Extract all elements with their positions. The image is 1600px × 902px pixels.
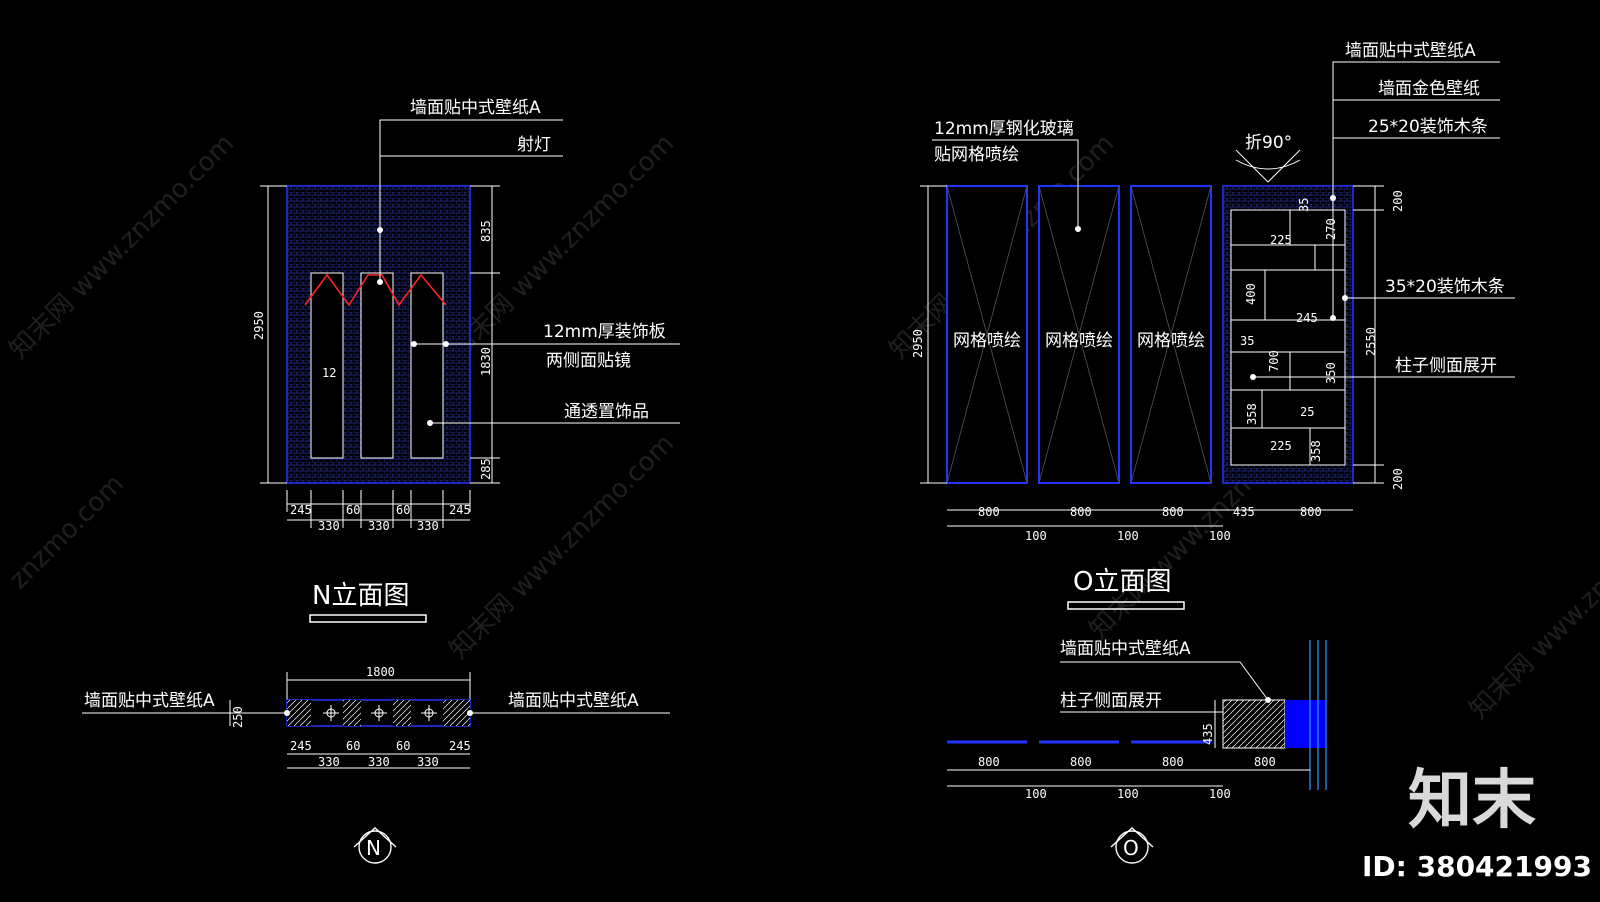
o-gap-dim: 100: [1025, 529, 1047, 543]
o-plan-gap-dim: 100: [1117, 787, 1139, 801]
watermarks: 知末网 www.znzmo.com 知末网 www.znzmo.com 知末网 …: [4, 129, 1600, 725]
grid-panel-label: 网格喷绘: [1137, 331, 1205, 351]
o-section-marker: O: [1110, 827, 1154, 864]
inner-dim: 400: [1244, 283, 1258, 305]
inner-dim: 25: [1300, 405, 1314, 419]
o-right-dim: 2550: [1364, 327, 1378, 356]
n-bottom-dim: 330: [417, 519, 439, 533]
glass-label: 贴网格喷绘: [934, 145, 1019, 165]
o-bottom-dim: 800: [978, 505, 1000, 519]
n-plan-bottom-dim: 60: [396, 739, 410, 753]
inner-dim: 700: [1267, 350, 1281, 372]
o-gap-dim: 100: [1117, 529, 1139, 543]
o-right-callout: 墙面金色壁纸: [1378, 79, 1480, 99]
n-plan-bottom-dim: 330: [417, 755, 439, 769]
o-plan-bottom-dim: 800: [1070, 755, 1092, 769]
n-right-dim: 835: [479, 220, 493, 242]
n-callout: 通透置饰品: [564, 402, 649, 422]
n-plan-bottom-dim: 330: [368, 755, 390, 769]
o-section-label: O: [1123, 836, 1139, 860]
inner-dim: 358: [1309, 440, 1323, 462]
n-bottom-dim: 245: [290, 503, 312, 517]
o-right-callout: 墙面贴中式壁纸A: [1345, 41, 1476, 61]
id-text: ID: 380421993: [1362, 850, 1592, 883]
n-plan: 1800 墙面贴中式壁纸A 墙面贴中式壁纸A 250 245 330 60 33…: [82, 665, 670, 864]
watermark-text: 知末网 www.znzmo.com: [1464, 489, 1600, 725]
n-bottom-dim: 330: [368, 519, 390, 533]
n-plan-left-label: 墙面贴中式壁纸A: [84, 691, 215, 711]
spotlight-beams: [304, 273, 447, 307]
inner-dim: 225: [1270, 439, 1292, 453]
o-right-callout: 35*20装饰木条: [1385, 277, 1505, 297]
o-plan-bottom-dim: 800: [978, 755, 1000, 769]
n-plan-top-dim: 1800: [366, 665, 395, 679]
o-bottom-dim: 800: [1300, 505, 1322, 519]
o-plan: 墙面贴中式壁纸A 柱子侧面展开 435 800 800 800 800 100 …: [947, 639, 1327, 864]
o-bottom-dim: 800: [1070, 505, 1092, 519]
n-callout: 墙面贴中式壁纸A: [410, 98, 541, 118]
n-right-dim: 285: [479, 458, 493, 480]
n-bottom-dim: 60: [346, 503, 360, 517]
o-plan-bottom-dim: 800: [1162, 755, 1184, 769]
grid-panel-label: 网格喷绘: [953, 331, 1021, 351]
n-slot-2: [360, 272, 394, 459]
n-height-dim: 2950: [252, 311, 266, 340]
n-small-dim: 12: [322, 366, 336, 380]
n-callout: 12mm厚装饰板: [543, 322, 666, 342]
n-plan-bottom-dim: 245: [449, 739, 471, 753]
n-bottom-dim: 245: [449, 503, 471, 517]
o-bottom-dim: 435: [1233, 505, 1255, 519]
inner-dim: 270: [1324, 218, 1338, 240]
inner-dim: 225: [1270, 233, 1292, 247]
n-elevation: 2950 835 1830 285 245 330 60 330 60 330 …: [252, 98, 680, 623]
o-plan-bottom-dim: 800: [1254, 755, 1276, 769]
inner-dim: 358: [1245, 403, 1259, 425]
n-plan-right-label: 墙面贴中式壁纸A: [508, 691, 639, 711]
n-elevation-title: N立面图: [312, 581, 409, 611]
inner-dim: 245: [1296, 311, 1318, 325]
column-block: [1285, 700, 1325, 748]
site-logo: 知末: [1408, 764, 1536, 838]
o-right-dim: 200: [1391, 468, 1405, 490]
o-bottom-dim: 800: [1162, 505, 1184, 519]
watermark-text: znzmo.com: [4, 469, 130, 595]
o-plan-label: 柱子侧面展开: [1060, 691, 1162, 711]
o-elevation: 网格喷绘 网格喷绘 网格喷绘 35 270 225 400 35 245 700…: [911, 41, 1515, 610]
n-bottom-dim: 60: [396, 503, 410, 517]
n-right-dim: 1830: [479, 347, 493, 376]
o-right-dim: 200: [1391, 190, 1405, 212]
watermark-text: 知末网 www.znzmo.com: [4, 129, 240, 365]
o-height-dim: 2950: [911, 329, 925, 358]
n-plan-left-dim: 250: [231, 706, 245, 728]
o-right-callout: 25*20装饰木条: [1368, 117, 1488, 137]
glass-label: 12mm厚钢化玻璃: [934, 119, 1074, 139]
o-elevation-title: O立面图: [1073, 567, 1171, 597]
n-bottom-dim: 330: [318, 519, 340, 533]
n-plan-bottom-dim: 245: [290, 739, 312, 753]
n-section-marker: N: [353, 827, 397, 864]
fold-label: 折90°: [1245, 133, 1292, 153]
inner-dim: 35: [1240, 334, 1254, 348]
o-right-callout: 柱子侧面展开: [1395, 356, 1497, 376]
o-plan-gap-dim: 100: [1209, 787, 1231, 801]
n-callout: 射灯: [517, 135, 551, 155]
inner-dim: 35: [1297, 198, 1311, 212]
o-plan-gap-dim: 100: [1025, 787, 1047, 801]
n-plan-bottom-dim: 60: [346, 739, 360, 753]
inner-dim: 350: [1324, 362, 1338, 384]
n-slot-3: [410, 272, 444, 459]
o-plan-label: 墙面贴中式壁纸A: [1060, 639, 1191, 659]
n-callout: 两侧面贴镜: [546, 351, 631, 371]
n-plan-bottom-dim: 330: [318, 755, 340, 769]
grid-panel-label: 网格喷绘: [1045, 331, 1113, 351]
n-slot-1: [310, 272, 344, 459]
o-plan-side-dim: 435: [1201, 723, 1215, 745]
o-gap-dim: 100: [1209, 529, 1231, 543]
n-section-label: N: [366, 836, 381, 860]
